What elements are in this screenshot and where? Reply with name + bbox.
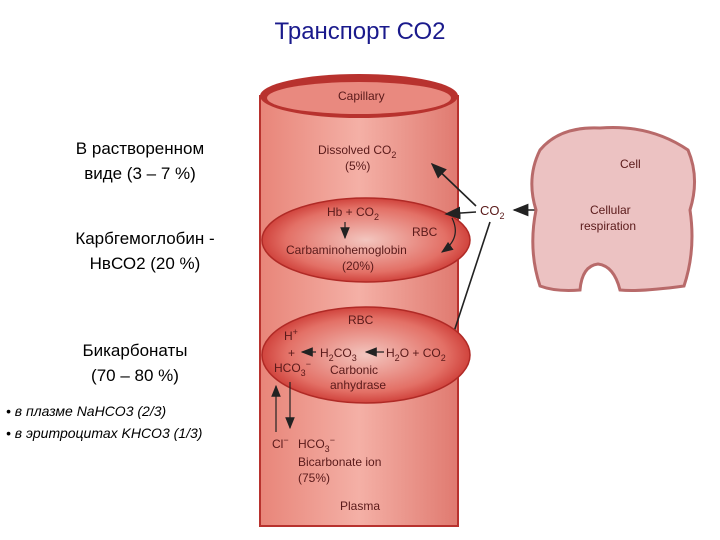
dissolved-co2-text: Dissolved CO	[318, 143, 391, 157]
carbonic-anhydrase-line-1: Carbonic	[330, 363, 378, 377]
carbonic-anhydrase-line-2: anhydrase	[330, 378, 386, 392]
carbaminohemoglobin-pct: (20%)	[342, 259, 374, 273]
cellular-respiration-line-2: respiration	[580, 219, 636, 233]
carbaminohemoglobin-label: Carbaminohemoglobin	[286, 243, 407, 257]
capillary-label: Capillary	[338, 89, 385, 103]
rbc-label-2: RBC	[348, 313, 374, 327]
dissolved-co2-sub: 2	[391, 150, 396, 160]
plasma-label: Plasma	[340, 499, 380, 513]
bicarbonate-ion-pct: (75%)	[298, 471, 330, 485]
hco3-text: HCO	[274, 361, 301, 375]
co2-source-sub: 2	[500, 211, 505, 221]
plus-sign: +	[288, 346, 295, 360]
h2co3-text: H	[320, 346, 329, 360]
co2-source-text: CO	[480, 203, 500, 218]
hb-co2-text: Hb + CO	[327, 205, 374, 219]
hco3-bottom-text: HCO	[298, 437, 325, 451]
co2-source-label: CO2	[480, 203, 505, 221]
cell-label: Cell	[620, 157, 641, 171]
chloride-text: Cl	[272, 437, 283, 451]
h2o-co2-text: H	[386, 346, 395, 360]
bicarbonate-ion-label: Bicarbonate ion	[298, 455, 381, 469]
cellular-respiration-line-1: Cellular	[590, 203, 631, 217]
hb-co2-sub: 2	[374, 212, 379, 222]
h-plus-text: H	[284, 329, 293, 343]
dissolved-co2-pct: (5%)	[345, 159, 370, 173]
rbc-label-1: RBC	[412, 225, 438, 239]
